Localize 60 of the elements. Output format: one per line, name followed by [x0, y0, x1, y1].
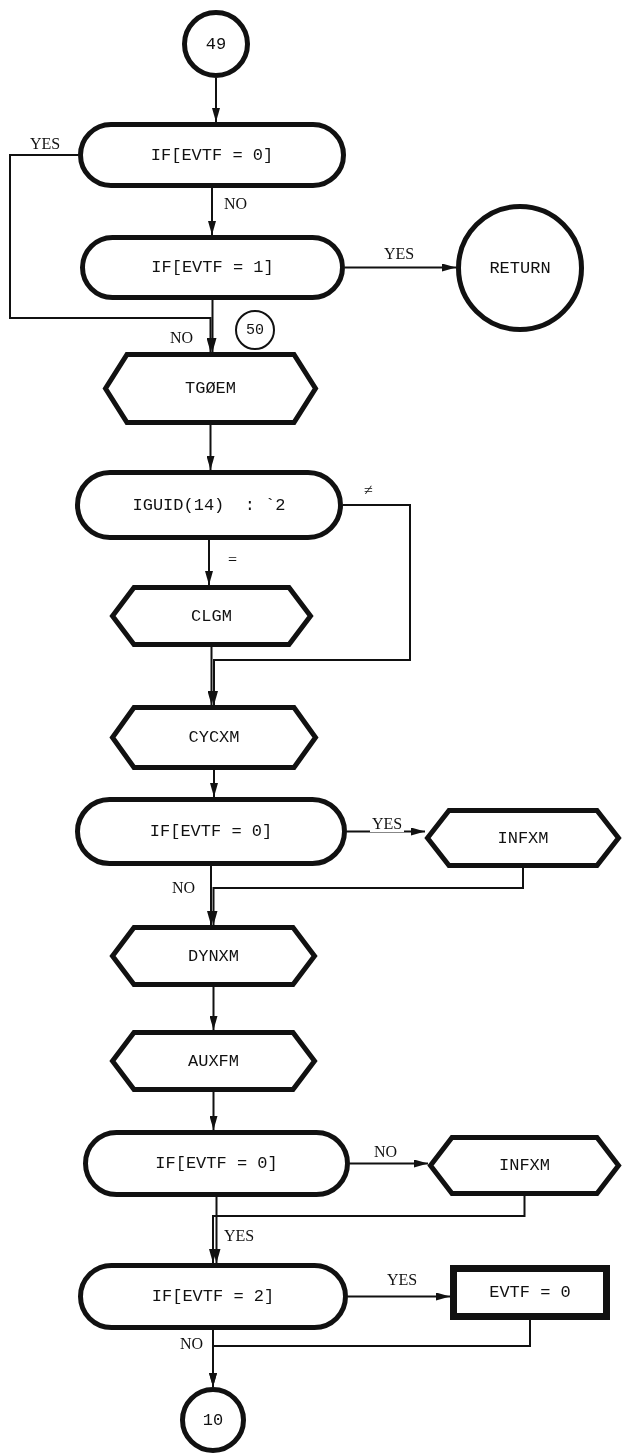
node-label: TGØEM — [185, 379, 236, 398]
subroutine-hexagon — [110, 925, 317, 987]
subroutine-hexagon — [103, 352, 318, 425]
node-label: INFXM — [499, 1156, 550, 1175]
arrow — [206, 424, 215, 471]
edge-label: NO — [168, 330, 196, 346]
node-label: IGUID(14) : `2 — [132, 495, 286, 515]
arrow — [207, 865, 215, 926]
connector-label: 10 — [202, 1410, 224, 1430]
arrow — [349, 1159, 429, 1168]
edge-label: YES — [382, 246, 417, 262]
node-label: EVTF = 0 — [489, 1283, 571, 1302]
arrow — [9, 154, 215, 353]
node-label: IF[EVTF = 0] — [155, 1154, 278, 1173]
node-label: INFXM — [497, 828, 549, 848]
node-label: DYNXM — [188, 946, 239, 966]
connector-label: 49 — [205, 34, 227, 54]
arrow — [346, 827, 426, 836]
arrow — [209, 986, 218, 1031]
arrow — [209, 1091, 218, 1131]
arrow — [207, 646, 216, 706]
node-label: AUXFM — [188, 1051, 239, 1071]
arrow — [212, 77, 220, 123]
edge-label: NO — [372, 1144, 400, 1160]
connector-label: RETURN — [489, 258, 551, 278]
edge-label: NO — [170, 880, 198, 896]
arrow — [205, 539, 213, 586]
arrow — [209, 1195, 526, 1264]
edge-label: YES — [28, 136, 63, 152]
terminal-circle — [182, 10, 250, 78]
subroutine-hexagon — [110, 705, 318, 770]
node-label: IF[EVTF = 1] — [151, 258, 274, 277]
node-label: IF[EVTF = 2] — [151, 1287, 275, 1306]
edge-label: YES — [222, 1228, 257, 1244]
edge-label: YES — [370, 816, 405, 832]
node-label: CLGM — [191, 606, 232, 626]
subroutine-hexagon — [110, 1030, 317, 1092]
edge-label: YES — [385, 1272, 420, 1288]
arrow — [210, 769, 218, 798]
arrow — [208, 187, 216, 236]
arrow — [209, 867, 524, 926]
arrow — [347, 1292, 451, 1301]
node-label: IF[EVTF = 0] — [150, 145, 274, 165]
terminal-circle — [180, 1387, 246, 1453]
edge-label: NO — [178, 1336, 206, 1352]
connector-circle — [235, 310, 275, 350]
arrow — [209, 1319, 531, 1388]
arrow — [210, 504, 411, 706]
node-label: CYCXM — [188, 728, 240, 747]
connector-label: 50 — [246, 321, 264, 339]
subroutine-hexagon — [428, 1135, 621, 1196]
arrow — [344, 263, 457, 272]
subroutine-hexagon — [425, 808, 621, 868]
terminal-circle — [456, 204, 584, 332]
subroutine-hexagon — [110, 585, 313, 647]
node-label: IF[EVTF = 0] — [149, 822, 273, 841]
edge-label: NO — [222, 196, 250, 212]
process-box — [450, 1265, 610, 1320]
arrow — [212, 1196, 221, 1264]
arrow — [208, 299, 217, 353]
